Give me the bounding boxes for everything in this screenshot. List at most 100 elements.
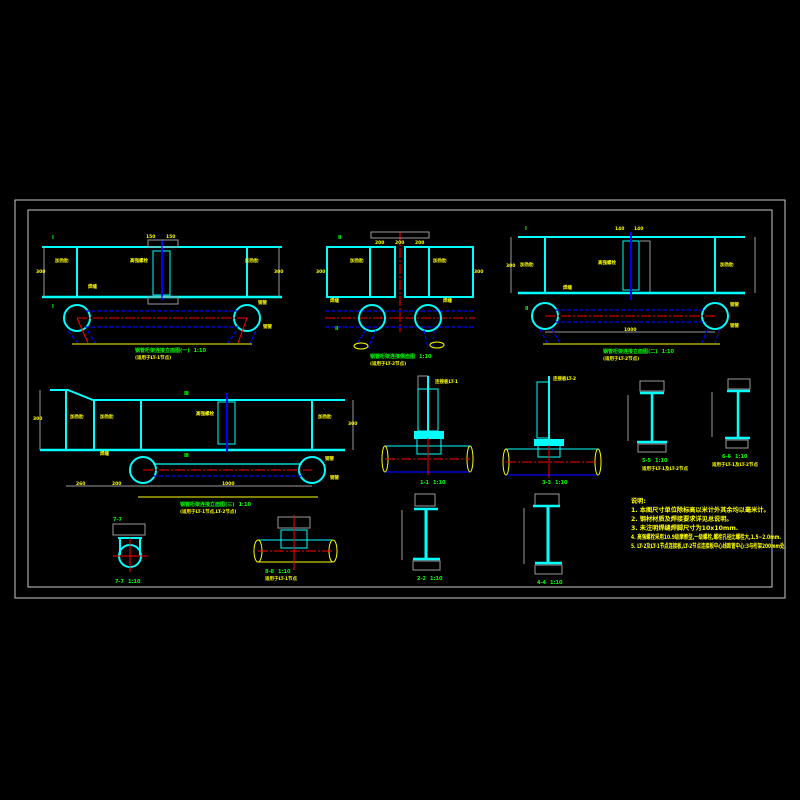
section-title: 7-7	[115, 579, 125, 585]
dim-text: 260	[76, 481, 85, 487]
callout: 钢管	[330, 474, 339, 481]
base-plate	[414, 431, 444, 439]
dim-box	[370, 231, 430, 239]
outer-frame	[14, 199, 786, 599]
view-subtitle: (适用于LT-1节点,LT-2节点)	[180, 508, 236, 515]
note-item: 3. 未注明焊缝焊脚尺寸为10x10mm.	[631, 524, 738, 532]
callout: 钢管	[325, 455, 334, 462]
section-note: 适用于LT-1节点	[265, 575, 298, 582]
note-item: 2. 钢材材质及焊接要求详见总说明。	[631, 515, 733, 523]
chord-box	[326, 246, 396, 298]
plate-dim	[637, 443, 667, 453]
base-plate	[534, 439, 564, 446]
dim-text: 200	[395, 240, 404, 246]
section-scale: 1:10	[128, 579, 141, 585]
callout: 加劲肋	[519, 261, 534, 268]
plate-dim	[534, 493, 560, 507]
note-item: 5. LT-2及LT-1节点连接板,LT-2节点连接板中心线距管中心:3与桁架2…	[631, 542, 786, 550]
section-scale: 1:10	[550, 580, 563, 586]
callout: 钢管	[730, 322, 739, 329]
leg	[539, 328, 548, 344]
leg	[432, 329, 435, 349]
section-title: 5-5	[642, 458, 652, 464]
view-scale: 1:10	[194, 348, 207, 354]
plate-dim	[417, 375, 429, 437]
dim-text: 1000	[624, 327, 637, 333]
section-scale: 1:10	[278, 569, 291, 575]
callout: 高强螺栓	[196, 410, 214, 417]
notes-heading: 说明:	[631, 497, 646, 505]
view-3-elevation: Ⅰ Ⅱ 300 140 140 1000 加劲肋 加劲肋 高强螺栓 焊缝 钢管 …	[506, 226, 756, 362]
section-mark: Ⅱ	[335, 326, 338, 332]
section-title: 4-4	[537, 580, 547, 586]
section-mark: Ⅱ	[525, 306, 528, 312]
leg-centerline	[237, 317, 248, 344]
callout: 加劲肋	[69, 413, 84, 420]
section-mark: Ⅰ	[52, 304, 54, 310]
section-title: 8-8	[265, 569, 275, 575]
leg	[227, 330, 237, 344]
callout: 加劲肋	[99, 413, 114, 420]
section-scale: 1:10	[655, 458, 668, 464]
top-plate-dim	[147, 239, 179, 248]
top-chord-line	[50, 389, 345, 401]
dim-text: 200	[375, 240, 384, 246]
leg	[714, 328, 721, 344]
view-title-line: 钢管桁架连接侧面图 1:10	[370, 353, 432, 360]
leg	[87, 330, 96, 344]
notes-block: 说明: 1. 本图尺寸单位除标高以米计外其余均以毫米计。 2. 钢材材质及焊接要…	[631, 497, 786, 550]
plate-dim	[727, 378, 751, 390]
view-scale: 1:10	[419, 354, 432, 360]
callout: 焊缝	[330, 297, 339, 304]
leg	[249, 330, 257, 344]
dim-text: 300	[506, 263, 515, 269]
leg	[423, 329, 429, 349]
callout: 钢管	[263, 323, 272, 330]
callout: 加劲肋	[54, 257, 69, 264]
view-subtitle: (适用于LT-2节点)	[603, 355, 639, 362]
view-subtitle: (适用于LT-2节点)	[370, 360, 406, 367]
dim-text: 300	[33, 416, 42, 422]
view-title: 钢管桁架连接侧面图	[370, 353, 415, 360]
section-mark: 7-7	[113, 517, 123, 523]
dim-text: 150	[166, 234, 175, 240]
leg-end	[353, 342, 369, 350]
section-scale: 1:10	[433, 480, 446, 486]
leg	[355, 329, 367, 346]
view-title: 钢管桁架连接立面图(二)	[603, 348, 658, 355]
inner-frame	[27, 209, 773, 588]
dim-text: 300	[348, 421, 357, 427]
plate-dim	[112, 523, 146, 536]
dim-text: 200	[415, 240, 424, 246]
callout: 加劲肋	[719, 261, 734, 268]
callout: 加劲肋	[432, 257, 447, 264]
view-1-elevation: Ⅰ Ⅰ 300 150 150 300 加劲肋 加劲肋 高强螺栓 焊缝 钢管 钢…	[36, 234, 283, 361]
section-mark: Ⅲ	[184, 453, 189, 459]
dim-text: 300	[316, 269, 325, 275]
plate-dim	[725, 439, 749, 449]
section-scale: 1:10	[555, 480, 568, 486]
leg-centerline	[76, 317, 89, 344]
section-note: 适用于LT-1及LT-2节点	[642, 465, 689, 472]
section-title: 6-6	[722, 454, 732, 460]
dim-text: 300	[274, 269, 283, 275]
callout: 钢管	[258, 299, 267, 306]
section-note: 连接板LT-2	[553, 375, 576, 382]
dim-text: 300	[36, 269, 45, 275]
view-title: 钢管桁架连接立面图(一)	[135, 347, 190, 354]
leg	[67, 330, 79, 344]
section-scale: 1:10	[430, 576, 443, 582]
plate	[536, 381, 550, 439]
section-mark: Ⅰ	[52, 235, 54, 241]
